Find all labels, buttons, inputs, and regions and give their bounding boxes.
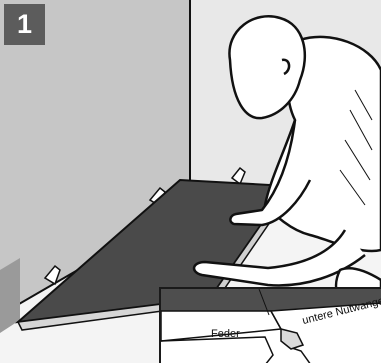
step-number-badge: 1 bbox=[4, 4, 45, 45]
joint-detail-drawing bbox=[161, 289, 381, 363]
joint-detail-inset: Feder untere Nutwange bbox=[159, 287, 381, 363]
tongue-label: Feder bbox=[211, 328, 240, 340]
